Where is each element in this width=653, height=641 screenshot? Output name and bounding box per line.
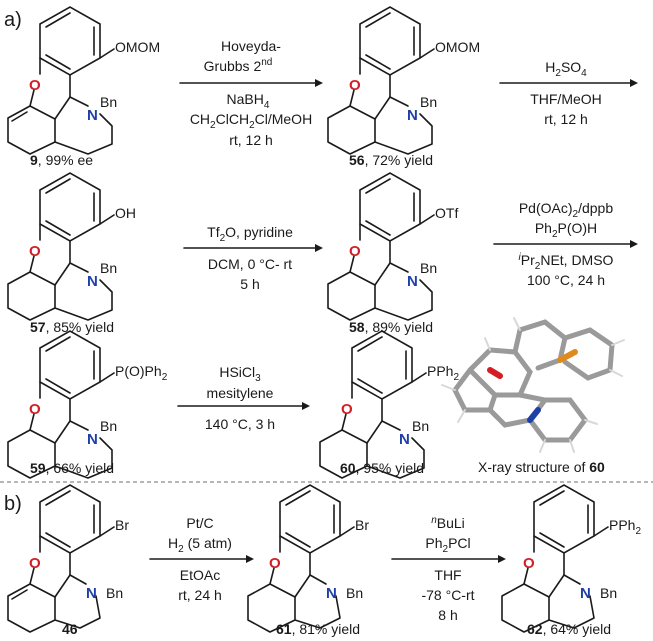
atom-N: N (407, 107, 418, 124)
r7-line3: THF (434, 567, 461, 583)
r3-line2: DCM, 0 °C- rt (208, 256, 292, 272)
substituent-label: PPh2 (427, 363, 459, 383)
arrowhead-3 (315, 244, 323, 252)
substituent-label: OTf (435, 205, 458, 221)
atom-O: O (29, 243, 41, 260)
structure-59: O N Bn P(O)Ph2 (7, 330, 168, 479)
panel-label-a: a) (4, 9, 22, 31)
r7-line2: Ph2PCl (425, 535, 470, 555)
compound-label-59: 59, 66% yield (30, 460, 114, 476)
r7-line1: nBuLi (431, 515, 465, 531)
substituent-label: Br (355, 517, 369, 533)
substituent-label: PPh2 (609, 517, 641, 537)
r1-line4: CH2ClCH2Cl/MeOH (190, 111, 312, 131)
arrowhead-6 (246, 555, 254, 563)
bn-label: Bn (412, 418, 429, 434)
bn-label: Bn (600, 585, 617, 601)
atom-O: O (341, 401, 353, 418)
structure-61: O N Bn Br (247, 484, 369, 633)
atom-O: O (349, 243, 361, 260)
r6-line3: EtOAc (180, 567, 220, 583)
r4-line3: iPr2NEt, DMSO (519, 252, 614, 272)
bn-label: Bn (100, 418, 117, 434)
r7-line4: -78 °C-rt (421, 587, 474, 603)
r2-line3: rt, 12 h (544, 111, 588, 127)
r2-line2: THF/MeOH (530, 91, 602, 107)
compound-label-61: 61, 81% yield (276, 621, 360, 637)
atom-N: N (87, 273, 98, 290)
r1-line3: NaBH4 (227, 91, 270, 111)
atom-O: O (29, 77, 41, 94)
compound-label-57: 57, 85% yield (30, 319, 114, 335)
bn-label: Bn (100, 260, 117, 276)
structure-57: O N Bn OH (7, 172, 136, 321)
r6-line4: rt, 24 h (178, 587, 222, 603)
atom-N: N (87, 107, 98, 124)
compound-label-62: 62, 64% yield (527, 621, 611, 637)
atom-O: O (269, 555, 281, 572)
r5-line1: HSiCl3 (219, 364, 261, 384)
atom-O: O (523, 555, 535, 572)
r3-line1: Tf2O, pyridine (207, 224, 293, 244)
compound-label-9: 9, 99% ee (30, 152, 93, 168)
r2-line1: H2SO4 (545, 59, 587, 79)
atom-O: O (349, 77, 361, 94)
structure-9: O N Bn OMOM (7, 6, 160, 155)
bn-label: Bn (106, 585, 123, 601)
xray-structure-image (441, 317, 625, 453)
substituent-label: OMOM (115, 39, 160, 55)
arrowhead-5 (302, 402, 310, 410)
r1-line5: rt, 12 h (229, 132, 273, 148)
r4-line4: 100 °C, 24 h (527, 272, 605, 288)
compound-label-60: 60, 95% yield (340, 460, 424, 476)
substituent-label: Br (115, 517, 129, 533)
atom-N: N (86, 585, 97, 602)
bn-label: Bn (346, 585, 363, 601)
atom-O: O (29, 555, 41, 572)
r6-line1: Pt/C (186, 515, 213, 531)
bn-label: Bn (100, 94, 117, 110)
r6-line2: H2 (5 atm) (168, 535, 232, 555)
compound-label-58: 58, 89% yield (349, 319, 433, 335)
structure-46: O N Bn Br (7, 484, 129, 633)
compound-label-46: 46 (62, 621, 78, 637)
bn-label: Bn (420, 260, 437, 276)
r7-line5: 8 h (438, 607, 457, 623)
arrowhead-2 (630, 79, 638, 87)
atom-O: O (29, 401, 41, 418)
arrowhead-4 (630, 240, 638, 248)
structure-60: O N Bn PPh2 (319, 330, 459, 479)
structure-56: O N Bn OMOM (327, 6, 480, 155)
arrowhead-7 (498, 555, 506, 563)
arrowhead-1 (315, 79, 323, 87)
panel-label-b: b) (4, 493, 22, 515)
structure-58: O N Bn OTf (327, 172, 458, 321)
substituent-label: OMOM (435, 39, 480, 55)
r1-line1: Hoveyda- (221, 38, 281, 54)
atom-N: N (87, 431, 98, 448)
bn-label: Bn (420, 94, 437, 110)
r5-line3: 140 °C, 3 h (205, 416, 275, 432)
atom-N: N (326, 585, 337, 602)
r4-line1: Pd(OAc)2/dppb (519, 200, 613, 220)
xray-caption: X-ray structure of 60 (478, 459, 605, 475)
substituent-label: P(O)Ph2 (115, 363, 168, 383)
atom-N: N (580, 585, 591, 602)
r4-line2: Ph2P(O)H (535, 220, 597, 240)
atom-N: N (407, 273, 418, 290)
r3-line3: 5 h (240, 276, 259, 292)
structure-62: O N Bn PPh2 (501, 484, 641, 633)
compound-label-56: 56, 72% yield (349, 152, 433, 168)
atom-N: N (399, 431, 410, 448)
substituent-label: OH (115, 205, 136, 221)
r5-line2: mesitylene (207, 385, 274, 401)
r1-line2: Grubbs 2nd (204, 57, 273, 74)
